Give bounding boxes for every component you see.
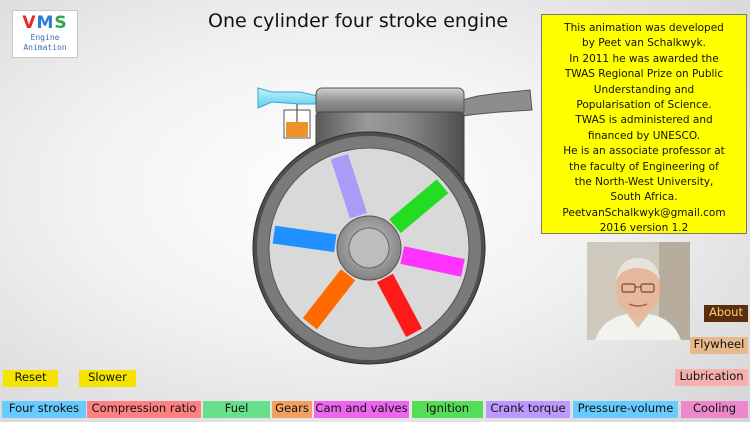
feature-button-crank-torque[interactable]: Crank torque bbox=[486, 401, 570, 418]
feature-button-ignition[interactable]: Ignition bbox=[412, 401, 483, 418]
info-line: Understanding and bbox=[593, 83, 695, 96]
author-photo bbox=[587, 242, 690, 340]
info-line: In 2011 he was awarded the bbox=[569, 52, 719, 65]
logo-line-animation: Animation bbox=[23, 43, 67, 52]
info-line: TWAS Regional Prize on Public bbox=[564, 68, 724, 81]
reset-button[interactable]: Reset bbox=[3, 370, 58, 387]
flywheel-spokes bbox=[272, 153, 465, 337]
info-line: by Peet van Schalkwyk. bbox=[582, 37, 706, 50]
feature-button-pressure-volume[interactable]: Pressure-volume bbox=[573, 401, 678, 418]
feature-button-four-strokes[interactable]: Four strokes bbox=[2, 401, 86, 418]
logo-brand: VMS bbox=[22, 13, 68, 33]
info-line: This animation was developed bbox=[564, 22, 724, 34]
info-line: South Africa. bbox=[610, 191, 678, 204]
about-button[interactable]: About bbox=[704, 305, 748, 322]
slower-button[interactable]: Slower bbox=[79, 370, 136, 387]
info-line: He is an associate professor at bbox=[563, 145, 725, 158]
info-line: PeetvanSchalkwyk@gmail.com bbox=[562, 206, 726, 219]
info-line: 2016 version 1.2 bbox=[599, 222, 689, 235]
exhaust-pipe bbox=[461, 89, 533, 117]
info-line: the faculty of Engineering of bbox=[569, 160, 719, 173]
feature-button-cam-and-valves[interactable]: Cam and valves bbox=[314, 401, 409, 418]
feature-button-cooling[interactable]: Cooling bbox=[681, 401, 748, 418]
flywheel-button[interactable]: Flywheel bbox=[690, 337, 748, 354]
flywheel-spoke bbox=[400, 246, 465, 277]
page-title: One cylinder four stroke engine bbox=[208, 10, 509, 32]
lubrication-button[interactable]: Lubrication bbox=[675, 369, 748, 386]
flywheel-spoke bbox=[389, 179, 449, 234]
flywheel-spoke bbox=[377, 273, 423, 337]
feature-button-compression-ratio[interactable]: Compression ratio bbox=[87, 401, 201, 418]
info-panel: This animation was developed by Peet van … bbox=[541, 14, 747, 234]
info-line: Popularisation of Science. bbox=[576, 99, 712, 112]
intake-pipe bbox=[257, 87, 319, 109]
fuel-level bbox=[286, 122, 308, 137]
feature-button-gears[interactable]: Gears bbox=[272, 401, 312, 418]
vms-logo: VMS Engine Animation bbox=[12, 10, 78, 58]
logo-line-engine: Engine bbox=[30, 33, 60, 42]
flywheel-spoke bbox=[302, 269, 356, 330]
info-line: the North-West University, bbox=[574, 176, 714, 189]
feature-button-fuel[interactable]: Fuel bbox=[203, 401, 270, 418]
flywheel-spoke bbox=[272, 225, 337, 253]
info-line: TWAS is administered and bbox=[575, 114, 713, 127]
info-line: financed by UNESCO. bbox=[587, 129, 701, 142]
flywheel-spoke bbox=[330, 153, 368, 219]
